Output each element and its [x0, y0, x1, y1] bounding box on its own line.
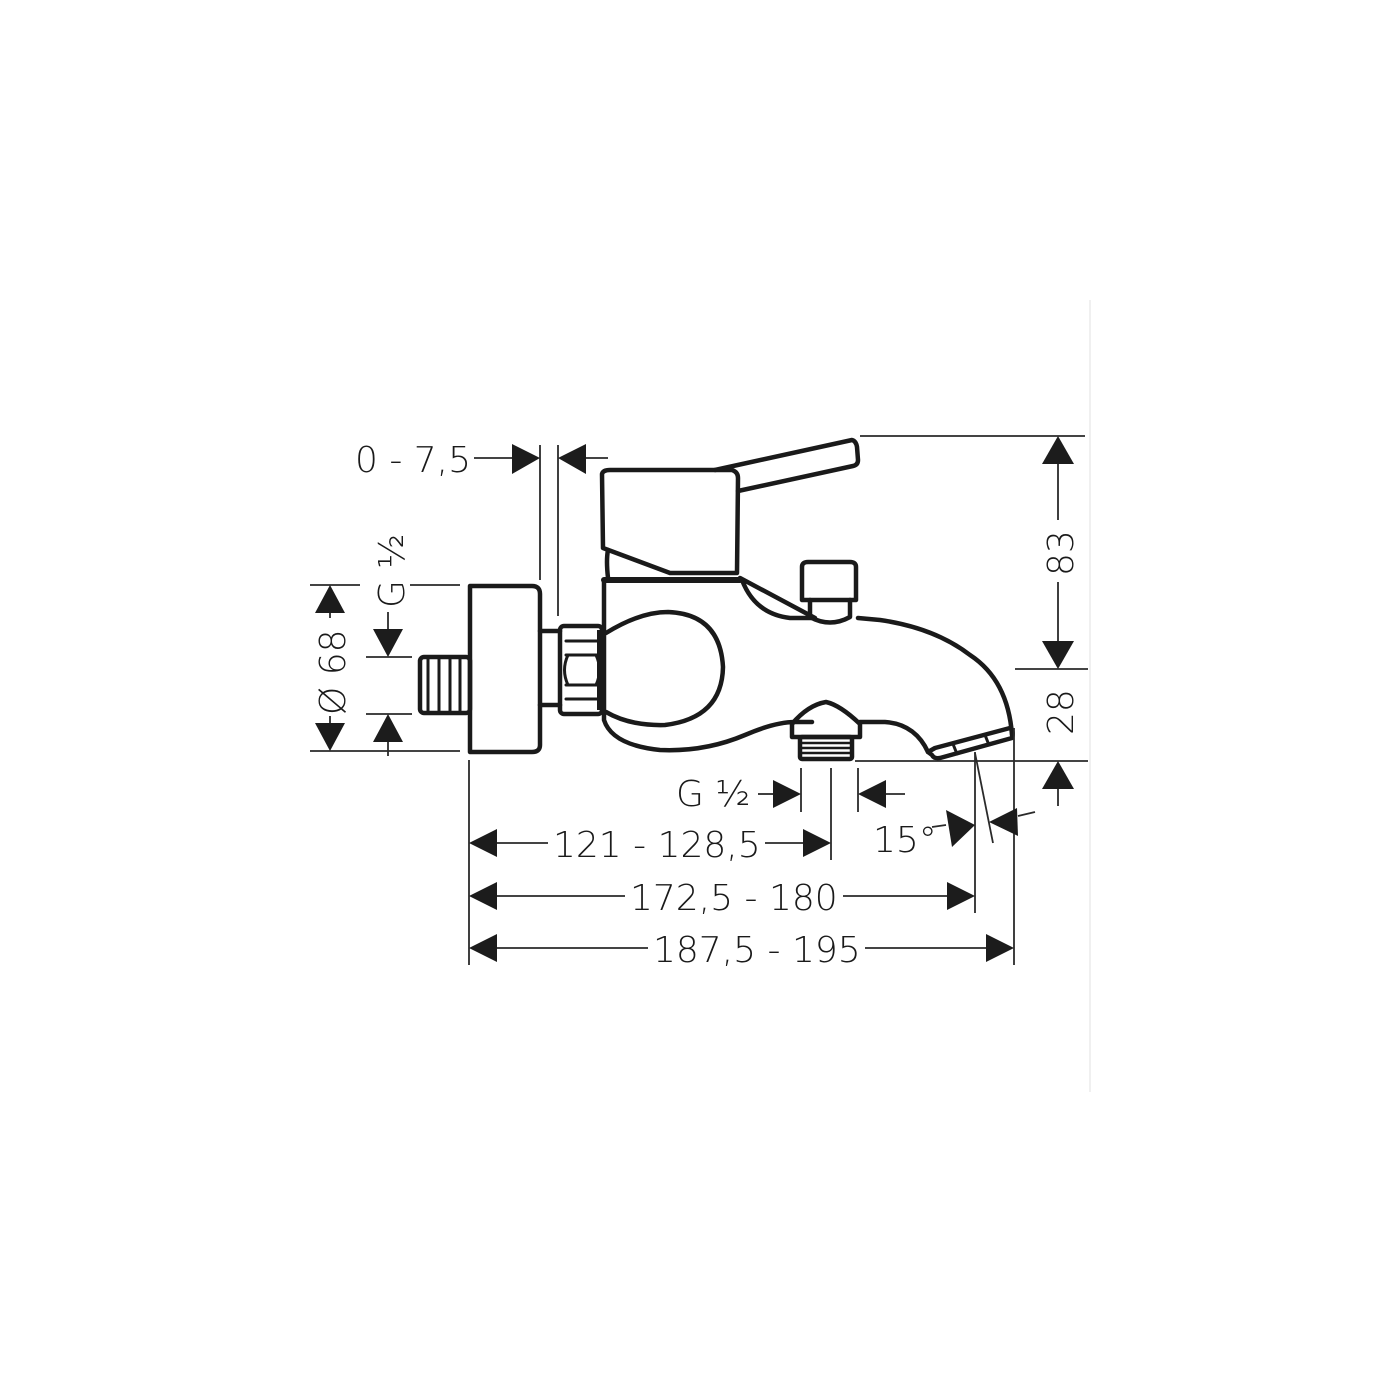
- lever-handle: [712, 437, 861, 494]
- dim-spout-tip-projection-label: 172,5 - 180: [630, 878, 838, 919]
- dim-spout-angle: 15°: [873, 728, 1036, 965]
- dim-escutcheon: Ø 68 G ½: [310, 534, 460, 756]
- dim-overall-projection-label: 187,5 - 195: [653, 930, 861, 971]
- body-bulge: [603, 609, 726, 728]
- dim-height-total-label: 83: [1041, 530, 1082, 576]
- diverter-knob: [799, 559, 859, 625]
- dim-wall-gap-label: 0 - 7,5: [355, 440, 471, 481]
- dim-outlet-thread-label: G ½: [676, 774, 750, 815]
- dim-spout-angle-label: 15°: [873, 820, 937, 861]
- escutcheon: [467, 583, 543, 755]
- dim-projections: 121 - 128,5 172,5 - 180 187,5 - 195: [468, 760, 1014, 971]
- dim-inlet-thread-label: G ½: [372, 534, 413, 608]
- dim-wall-gap: 0 - 7,5: [355, 440, 608, 616]
- dim-outlet-projection-label: 121 - 128,5: [553, 825, 761, 866]
- dim-escutcheon-label: Ø 68: [313, 629, 354, 715]
- handle-housing: [599, 467, 741, 576]
- mixer-body: [601, 575, 1015, 755]
- dim-heights: 83 28: [855, 435, 1088, 806]
- outlet-connector: [789, 699, 863, 762]
- inlet-thread-tail: [417, 654, 473, 716]
- dim-outlet-thread: G ½: [676, 768, 905, 860]
- hex-nut: [557, 623, 605, 717]
- spout-aerator: [925, 725, 1015, 761]
- mixer-outline: [417, 437, 1015, 762]
- dim-spout-height-label: 28: [1041, 689, 1082, 735]
